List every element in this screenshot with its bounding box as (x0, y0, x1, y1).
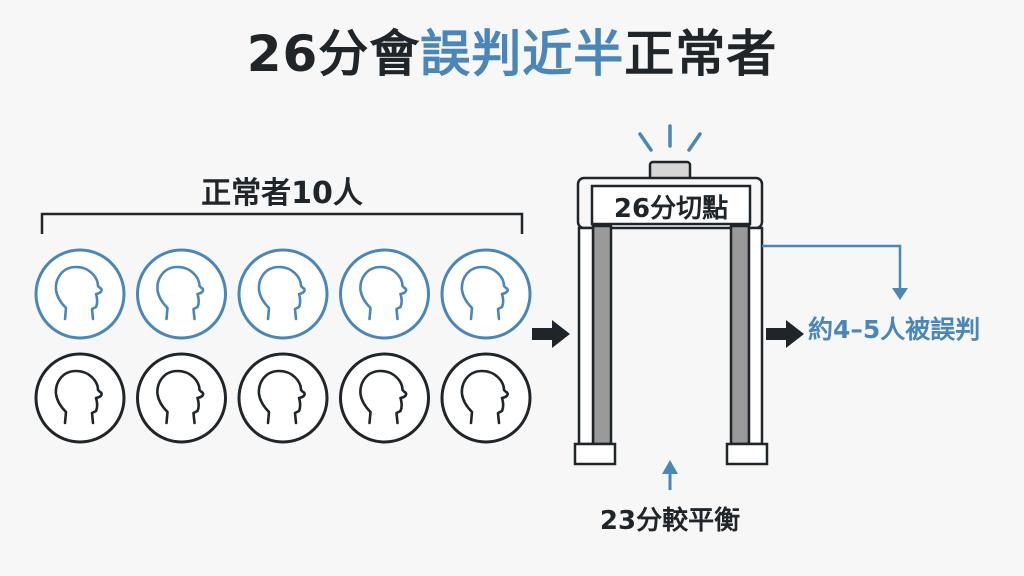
person-icon (339, 352, 430, 444)
checkpoint-gate (573, 176, 769, 466)
misjudged-count-label: 約4–5人被誤判 (808, 315, 981, 344)
misjudged-person-icon (339, 248, 430, 340)
person-icon (440, 352, 532, 444)
page-title: 26分會誤判近半正常者 (0, 14, 1024, 86)
title-part-3: 正常者 (624, 25, 778, 83)
people-grid (34, 248, 532, 444)
alarm-light-rays (638, 124, 702, 152)
person-icon (34, 352, 126, 444)
group-label: 正常者10人 (201, 176, 363, 211)
title-part-1: 26分會 (246, 25, 421, 83)
balance-label: 23分較平衡 (599, 506, 741, 536)
person-icon (136, 352, 227, 444)
person-icon (237, 352, 329, 444)
title-highlight: 誤判近半 (420, 25, 625, 83)
input-arrow (532, 320, 570, 348)
misjudge-connector (762, 244, 908, 300)
misjudged-person-icon (440, 248, 532, 340)
balance-arrow (662, 460, 678, 490)
group-bracket (40, 212, 524, 234)
misjudged-person-icon (136, 248, 227, 340)
gate-label: 26分切點 (613, 194, 729, 224)
misjudged-person-icon (237, 248, 329, 340)
misjudged-person-icon (34, 248, 126, 340)
output-arrow (766, 320, 804, 348)
